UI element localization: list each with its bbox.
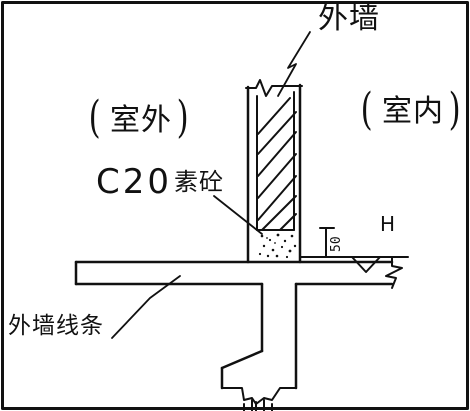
outdoor-label: 室外 (110, 103, 172, 138)
elevation-label: H (380, 212, 397, 236)
concrete-grade-label: C20 (96, 162, 173, 202)
wall-hatching (257, 97, 297, 231)
outdoor-paren-close: ) (174, 96, 191, 140)
paren-open-indoor: ( (360, 84, 373, 135)
indoor-label: 室内 (382, 94, 444, 129)
exterior-wall (245, 79, 303, 264)
wall-moulding-label: 外墙线条 (8, 313, 104, 339)
indoor-paren-open: ( (358, 88, 375, 132)
paren-close: ) (176, 92, 189, 143)
dimension-label: 50 (329, 236, 344, 252)
plain-concrete-block (258, 233, 297, 259)
paren-close-indoor: ) (448, 84, 461, 135)
beam (220, 282, 298, 390)
paren-open: ( (88, 92, 101, 143)
exterior-wall-label: 外墙 (318, 1, 380, 36)
beam-cut (221, 387, 297, 411)
floor-slab (74, 257, 403, 289)
outdoor-paren-open: ( (86, 96, 103, 140)
indoor-paren-close: ) (446, 88, 463, 132)
leader-lines (111, 31, 311, 339)
wall-inner-lines (256, 91, 295, 231)
plain-concrete-label: 素砼 (174, 168, 224, 196)
elevation-marker (299, 227, 409, 273)
